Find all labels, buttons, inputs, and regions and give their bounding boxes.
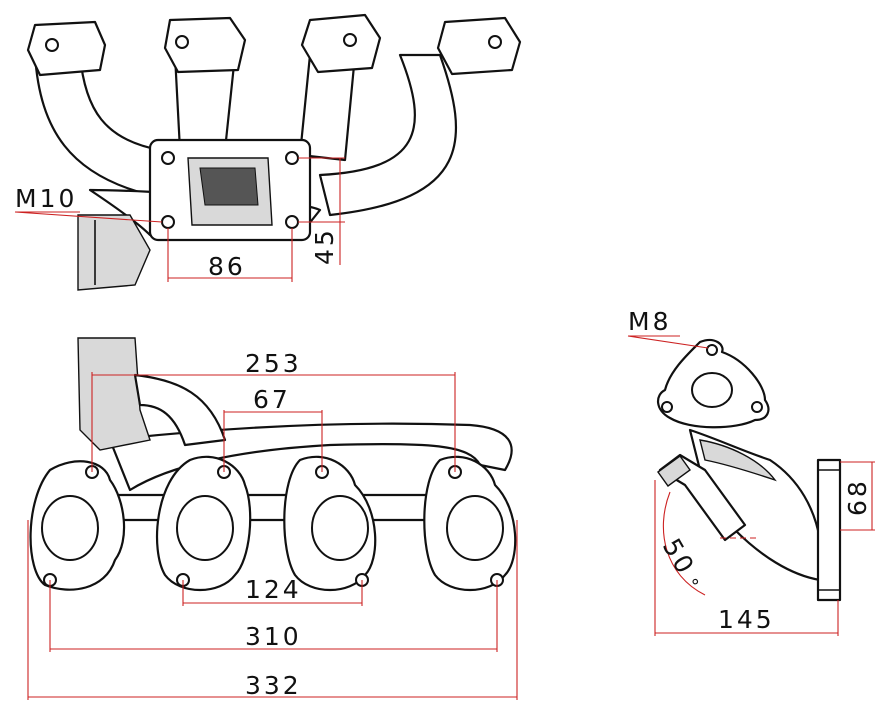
label-45: 45 bbox=[310, 227, 339, 265]
front-dimensions bbox=[27, 372, 518, 700]
side-bolt-left bbox=[661, 401, 673, 413]
side-stub-face bbox=[657, 455, 691, 487]
side-bolt-top bbox=[706, 344, 718, 356]
front-wastegate-body bbox=[133, 373, 227, 447]
leader-m10 bbox=[14, 211, 163, 223]
top-dimensions bbox=[14, 157, 345, 282]
front-port-2 bbox=[176, 495, 234, 561]
side-bolt-right bbox=[751, 401, 763, 413]
label-253: 253 bbox=[245, 349, 302, 378]
label-68: 68 bbox=[843, 478, 872, 516]
label-angle-value: 50 bbox=[657, 534, 701, 581]
side-elbow-shadow bbox=[699, 439, 777, 482]
top-head-bolt-1 bbox=[45, 38, 59, 52]
top-view bbox=[26, 13, 522, 291]
top-head-flange-3 bbox=[300, 13, 382, 74]
label-angle: 50° bbox=[657, 534, 710, 597]
front-port-4 bbox=[446, 495, 504, 561]
label-332: 332 bbox=[245, 671, 302, 700]
label-86: 86 bbox=[208, 252, 246, 281]
front-view bbox=[29, 337, 517, 592]
turbo-bolt-tr bbox=[285, 151, 299, 165]
label-67: 67 bbox=[253, 385, 291, 414]
top-head-flange-2 bbox=[163, 16, 247, 74]
front-wastegate-tower bbox=[77, 337, 151, 451]
label-145: 145 bbox=[718, 605, 775, 634]
front-port-3 bbox=[311, 495, 369, 561]
turbo-bolt-br bbox=[285, 215, 299, 229]
label-124: 124 bbox=[245, 575, 302, 604]
label-m10: M10 bbox=[15, 184, 77, 213]
turbo-port-inner bbox=[199, 167, 259, 206]
top-head-flange-4 bbox=[436, 16, 522, 76]
top-wastegate-flange bbox=[77, 214, 151, 291]
side-dimensions bbox=[627, 335, 875, 636]
side-turbo-flange bbox=[816, 458, 842, 602]
top-head-bolt-3 bbox=[343, 33, 357, 47]
front-port-1 bbox=[41, 495, 99, 561]
top-head-bolt-4 bbox=[488, 35, 502, 49]
top-head-bolt-2 bbox=[175, 35, 189, 49]
label-310: 310 bbox=[245, 622, 302, 651]
turbo-bolt-bl bbox=[161, 215, 175, 229]
side-wastegate-port bbox=[691, 372, 733, 408]
label-m8: M8 bbox=[628, 307, 671, 336]
top-runner-1 bbox=[33, 53, 162, 197]
turbo-bolt-tl bbox=[161, 151, 175, 165]
leader-m8 bbox=[627, 335, 709, 349]
top-runner-4 bbox=[318, 53, 458, 217]
top-head-flange-1 bbox=[26, 20, 107, 77]
side-view bbox=[657, 338, 842, 602]
angle-arc bbox=[662, 491, 706, 596]
